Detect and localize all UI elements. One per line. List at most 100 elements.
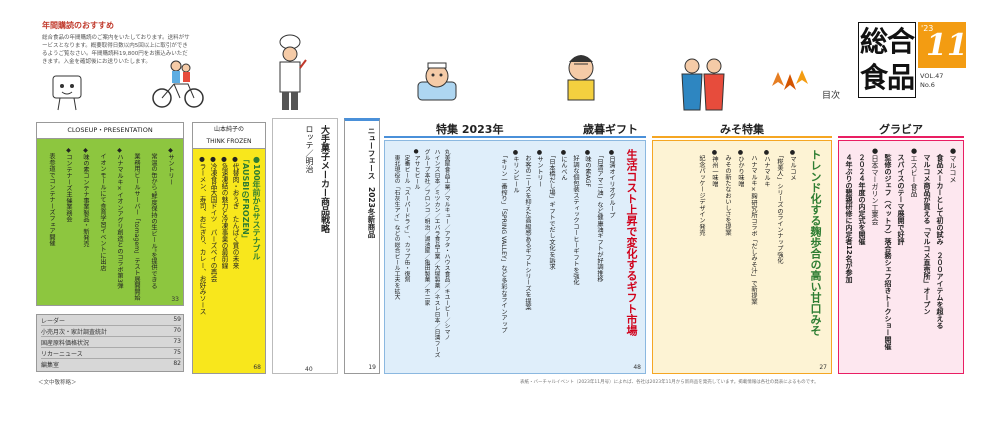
miso-items: ●マルコメ 「糀美人」シリーズのラインナップ強化 ●ハナマルキ ハナマルキ×麹研… [695, 149, 799, 369]
list-item[interactable]: ●100年前からサステナブル [252, 155, 261, 261]
list-item[interactable]: ●にんべん [560, 149, 567, 181]
index-row[interactable]: 小売月次・家計調査統計 70 [41, 326, 181, 337]
list-item[interactable]: ●ハナマルキ [763, 149, 770, 187]
list-item[interactable]: ●ひかり味噌 [737, 149, 744, 187]
masthead-char: 合 [887, 25, 916, 58]
miso-head-title: みそ特集 [720, 123, 764, 136]
list-item: スパイスのテーマ展開で好評 [897, 147, 905, 245]
gravure-header: グラビア [838, 120, 964, 138]
index-row[interactable]: リカーニュース 75 [41, 348, 181, 359]
list-item: ４年ぶりの懇親研修に内定者12名が参加 [845, 147, 853, 283]
index-page: 82 [173, 360, 181, 367]
list-item[interactable]: ●マルコメ [789, 149, 796, 181]
gravure-panel: ●マルコメ 食品メーカーとして初の試み ２００アイテムを超える マルコメ商品が買… [838, 140, 964, 374]
seibo-header: 特集 2023年 歳暮ギフト [384, 120, 646, 138]
index-page: 73 [173, 338, 181, 345]
index-page: 59 [173, 316, 181, 323]
list-item: 定番ビール「スーパードライ」、カップ缶・復刻 [403, 149, 409, 283]
index-label: 国産原料価格状況 [41, 340, 90, 347]
masthead-char: 品 [887, 61, 916, 94]
masthead-title-box: 総 合 食 品 [858, 22, 916, 98]
autumn-leaves-illustration [772, 70, 808, 90]
list-item[interactable]: ◆ハナマルキ×イオンアグリ創造とのコラボ第3弾 [116, 147, 123, 289]
page-number: 48 [633, 364, 641, 371]
subscription-notice-title: 年間購読のおすすめ [42, 21, 114, 30]
page-number: 40 [305, 366, 313, 373]
cyclist-illustration [152, 60, 204, 108]
gravure-head-title: グラビア [879, 123, 923, 136]
index-label: 小売月次・家計調査統計 [41, 329, 108, 336]
list-item: 常温の缶から"鮮度保持の生ビール"を提供できる [150, 147, 157, 290]
list-item[interactable]: ●マルコメ [949, 147, 957, 183]
list-item[interactable]: ◆味の素コンテナ事業製品・新発売 [82, 147, 89, 247]
list-item: マルコメ商品が買える「マルコメ直売所」オープン [923, 147, 931, 315]
list-item: 「糀美人」シリーズのラインナップ強化 [776, 149, 783, 264]
list-item[interactable]: ◆サントリー [167, 147, 174, 185]
page-number: 68 [253, 364, 261, 371]
new-faces-title[interactable]: ニューフェース 2023冬新商品 [367, 127, 376, 238]
masthead-char: 総 [860, 25, 889, 58]
gravure-items: ●マルコメ 食品メーカーとして初の試み ２００アイテムを超える マルコメ商品が買… [842, 147, 959, 371]
index-row[interactable]: レーダー 59 [41, 315, 181, 326]
page-number: 19 [368, 364, 376, 371]
miso-header: みそ特集 [652, 120, 832, 138]
list-item[interactable]: ●キリンビール [512, 149, 519, 194]
list-item: ハインズ日本／ミツカン／エバラ食品工業／大塚製薬／ネスレ日本／日清フーズ [433, 149, 439, 358]
index-row[interactable]: 編集室 82 [41, 359, 181, 370]
index-list: レーダー 59 小売月次・家計調査統計 70 国産原料価格状況 73 リカーニュ… [36, 314, 184, 372]
confectionery-title[interactable]: 大手菓子メーカー商品戦略 [319, 125, 329, 233]
closeup-panel: ◆サントリー 常温の缶から"鮮度保持の生ビール"を提供できる 業務用ビールサーバ… [36, 138, 184, 306]
list-item[interactable]: ●ラーメン、寿司、おにぎり、カレー、お好みソース [198, 155, 206, 315]
list-item: みその新たなおいしさを提案 [724, 149, 731, 236]
issue-badge: '23 11 [918, 22, 968, 68]
miso-panel: トレンド化する麹歩合の高い甘口みそ ●マルコメ 「糀美人」シリーズのラインナップ… [652, 140, 832, 374]
index-row[interactable]: 国産原料価格状況 73 [41, 337, 181, 348]
chef-illustration [279, 34, 307, 110]
masthead-char: 食 [860, 61, 889, 94]
list-item: 食品メーカーとして初の試み ２００アイテムを超える [936, 147, 944, 329]
list-item: 「AUSBIのFROZEN」 [241, 155, 250, 243]
list-item[interactable]: ●日本マーガリン工業会 [871, 147, 879, 225]
list-item[interactable]: ●冷凍食品大国ドイツ パーズベイの再会 [209, 155, 217, 282]
list-item: イオンモールにて食育学習イベントに出店 [99, 147, 106, 271]
issue-number: No.6 [920, 81, 935, 89]
think-frozen-panel: ●100年前からサステナブル 「AUSBIのFROZEN」 ●代替肉・おうぎ た… [192, 148, 266, 374]
list-item[interactable]: ●急速凍結の魅力と冷凍事業の最前線 [220, 155, 228, 269]
list-item[interactable]: ●代替肉・おうぎ たんぱく質の未来 [231, 155, 239, 269]
list-item[interactable]: ●味の素AGF [584, 149, 591, 188]
subscription-notice-body: 総合食品の年間購読のご案内をいたしております。送料がサービスとなります。概要取得… [42, 35, 190, 65]
page-number: 27 [819, 364, 827, 371]
think-frozen-text: ●100年前からサステナブル 「AUSBIのFROZEN」 ●代替肉・おうぎ た… [196, 155, 262, 365]
index-page: 75 [173, 349, 181, 356]
magazine-masthead: 総 合 食 品 '23 11 VOL.47 No.6 [858, 22, 968, 98]
list-item: お客のニーズを抑えた高級感あるギフトシリーズを提案 [524, 149, 531, 311]
list-item: 表参道でコンテナーズフェア開催 [48, 147, 55, 247]
index-label: レーダー [41, 318, 66, 325]
list-item: 記念パッケージデザイン発売 [698, 149, 705, 236]
list-item[interactable]: ●日清オイリオグループ [608, 149, 615, 218]
closeup-header: CLOSEUP・PRESENTATION [36, 122, 184, 138]
miso-headline[interactable]: トレンド化する麹歩合の高い甘口みそ [809, 149, 822, 336]
page-number: 33 [171, 296, 179, 303]
seibo-head-right: 歳暮ギフト [583, 123, 638, 136]
list-item[interactable]: ●アサヒビール [413, 149, 419, 190]
issue-year: '23 [921, 24, 934, 33]
index-label: 編集室 [41, 362, 60, 369]
seibo-headline[interactable]: 生活コスト上昇で変化するギフト市場 [625, 149, 638, 336]
volume-info: VOL.47 No.6 [920, 72, 943, 90]
index-note: ＜文中敬称略＞ [38, 380, 77, 386]
list-item: 「キリン一番搾り」「SPRING VALLEY」など多彩なラインアップ [500, 149, 507, 334]
list-item[interactable]: ●エスビー食品 [910, 147, 918, 197]
footnote: 表紙・バーチャルイベント（2023年11月号）によれば、各社は2023年11月か… [520, 380, 819, 385]
list-item: 東北現役の「石灰生アイ」などの総合ビール工夫を拡大 [393, 149, 399, 300]
bath-man-illustration [417, 62, 457, 101]
issue-month: 11 [926, 28, 968, 63]
list-item[interactable]: ◆コンテナーズ主催業務会 [65, 147, 72, 223]
index-label: リカーニュース [41, 351, 83, 358]
list-item: 「日清アマニ油」など健康油ギフトが好調推移 [596, 149, 603, 283]
think-frozen-title: THINK FROZEN [206, 138, 252, 145]
kimono-couple-illustration [681, 58, 725, 111]
think-frozen-header: 山本純子の THINK FROZEN [192, 122, 266, 148]
list-item[interactable]: ●神州一味噌 [711, 149, 718, 187]
list-item[interactable]: ●サントリー [536, 149, 543, 187]
